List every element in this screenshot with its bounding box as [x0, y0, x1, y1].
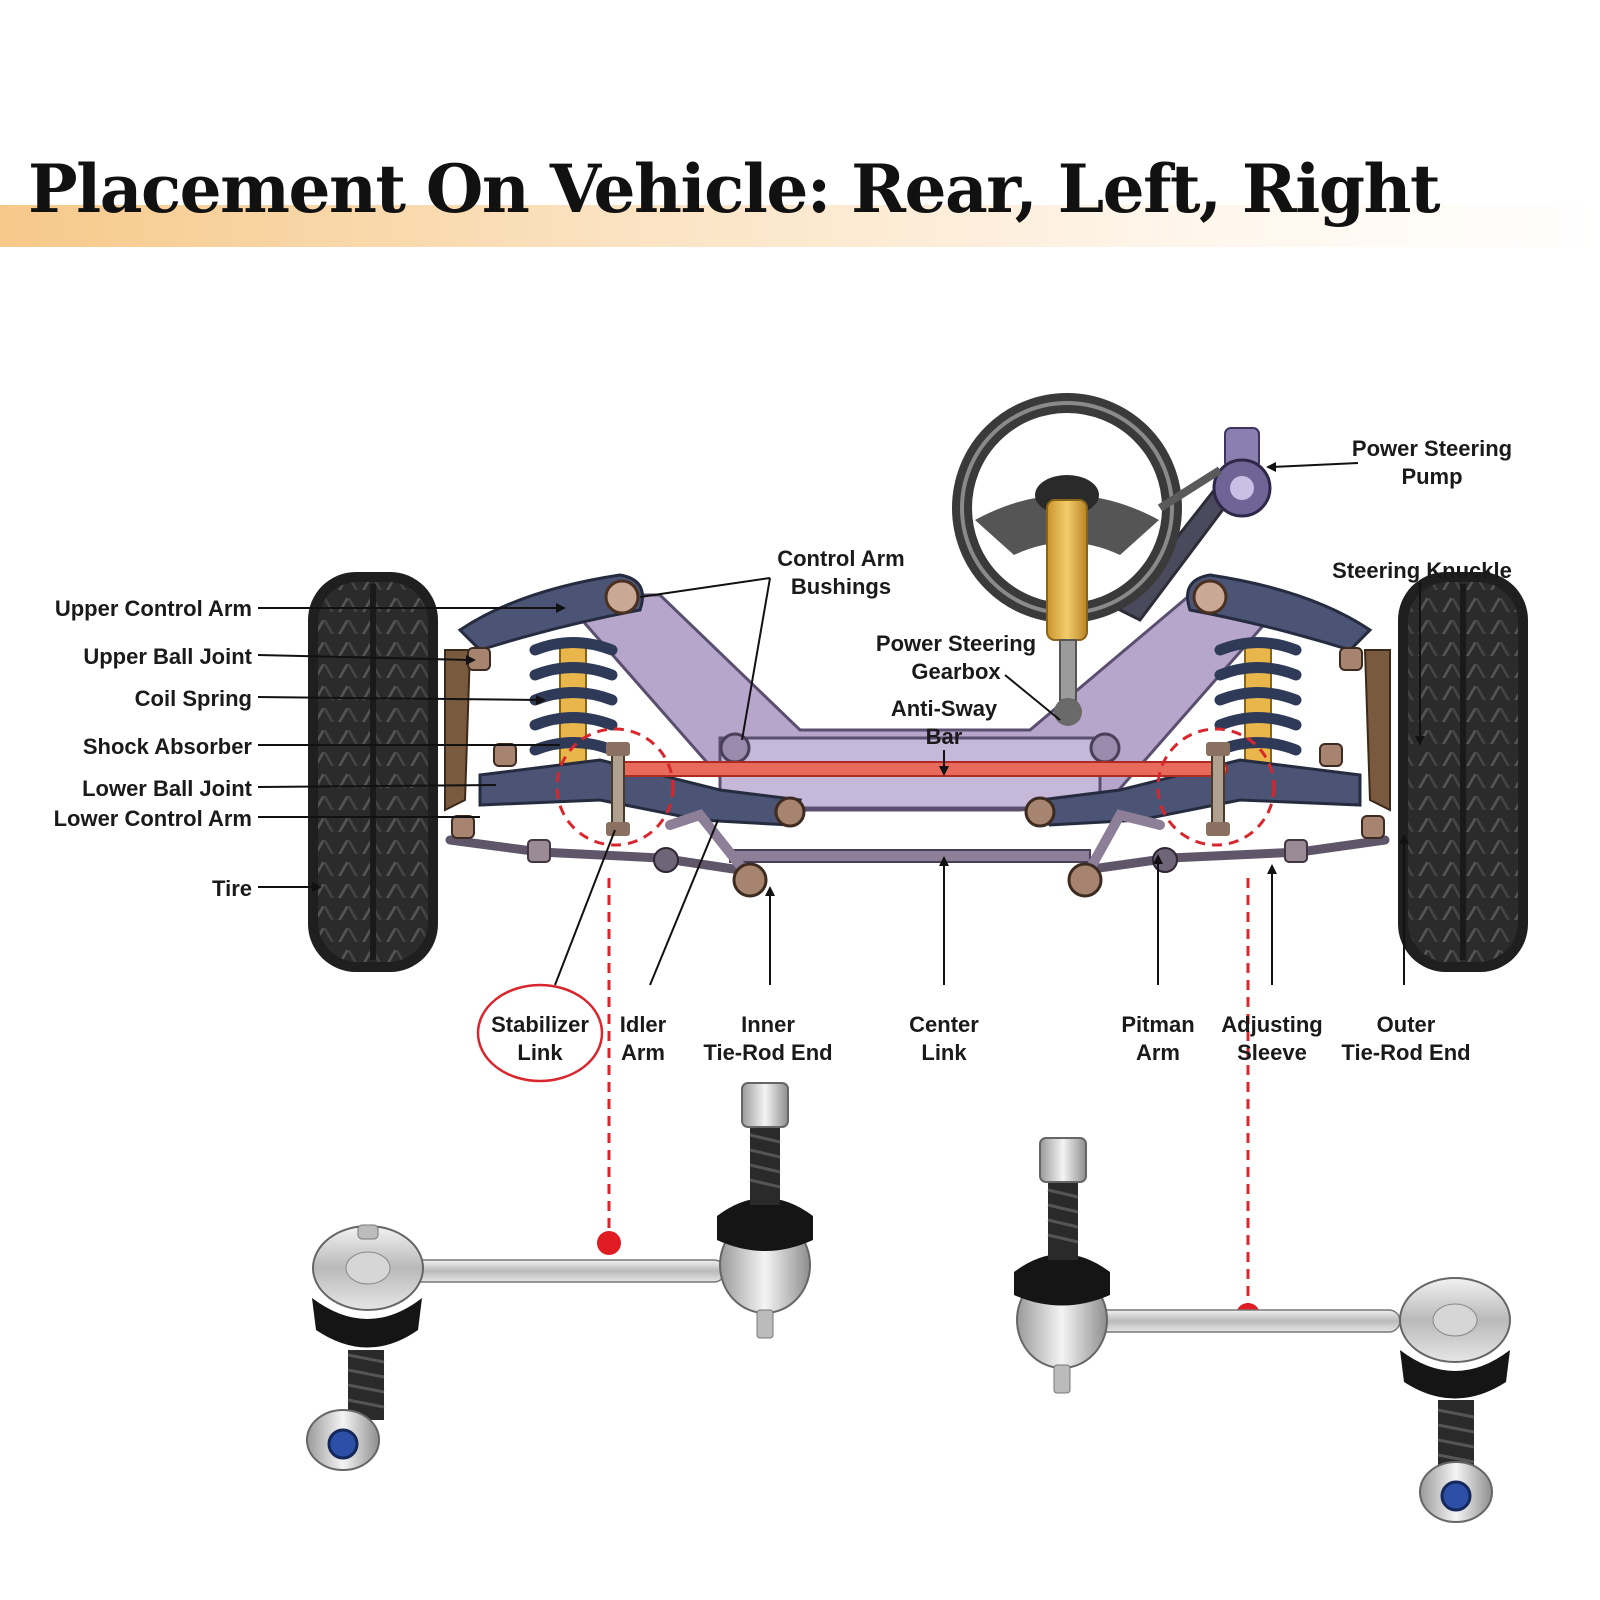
steering-knuckle-right: [1363, 649, 1391, 812]
leader-lines: [257, 462, 1421, 986]
outer-tie-rod-end-left: [451, 815, 475, 839]
tie-rod-left: [445, 835, 745, 875]
upper-control-arm-left: [457, 573, 644, 652]
label-pitman-arm-line1: Pitman: [1121, 1012, 1194, 1037]
lower-ball-joint-left: [493, 743, 517, 767]
label-control-arm-bushings-line1: Control Arm: [777, 546, 905, 571]
left-tire: [308, 572, 438, 972]
label-inner-tie-rod-end-line2: Tie-Rod End: [703, 1040, 832, 1065]
label-coil-spring: Coil Spring: [135, 686, 252, 711]
label-stabilizer-link-line2: Link: [517, 1040, 563, 1065]
frame-bolt-right: [1089, 732, 1121, 764]
label-adjusting-sleeve-line2: Sleeve: [1237, 1040, 1307, 1065]
label-shock-absorber: Shock Absorber: [83, 734, 253, 759]
upper-control-arm-right: [1186, 573, 1373, 652]
label-adjusting-sleeve-line1: Adjusting: [1221, 1012, 1322, 1037]
label-power-steering-gearbox-line2: Gearbox: [911, 659, 1001, 684]
coil-spring-left: [529, 637, 618, 771]
connector-dot-left: [597, 1231, 621, 1255]
stabilizer-link-right-diagram: [1206, 742, 1230, 836]
label-outer-tie-rod-end-line1: Outer: [1377, 1012, 1436, 1037]
pitman-arm: [1067, 809, 1165, 898]
label-lower-ball-joint: Lower Ball Joint: [82, 776, 253, 801]
center-link: [729, 849, 1091, 863]
highlight-circle-left: [555, 727, 675, 847]
anti-sway-bar: [614, 761, 1228, 777]
label-pitman-arm-line2: Arm: [1136, 1040, 1180, 1065]
label-anti-sway-bar-line2: Bar: [926, 724, 963, 749]
label-upper-ball-joint: Upper Ball Joint: [83, 644, 252, 669]
page-title: Placement On Vehicle: Rear, Left, Right: [28, 150, 1440, 228]
lower-ball-joint-right: [1319, 743, 1343, 767]
title-highlight-band: [0, 205, 1600, 247]
coil-spring-right: [1214, 637, 1302, 771]
power-steering-pump: [1157, 427, 1272, 518]
stabilizer-link-product-right: [1014, 1137, 1511, 1523]
label-power-steering-pump-line1: Power Steering: [1352, 436, 1512, 461]
label-idler-arm-line2: Arm: [621, 1040, 665, 1065]
label-inner-tie-rod-end-line1: Inner: [741, 1012, 795, 1037]
label-outer-tie-rod-end-line2: Tie-Rod End: [1341, 1040, 1470, 1065]
tie-rod-right: [1080, 835, 1390, 875]
label-center-link-line2: Link: [921, 1040, 967, 1065]
frame-bolt-left: [719, 732, 751, 764]
label-idler-arm-line1: Idler: [620, 1012, 667, 1037]
label-lower-control-arm: Lower Control Arm: [54, 806, 252, 831]
label-stabilizer-link-line1: Stabilizer: [491, 1012, 589, 1037]
steering-column: [1046, 499, 1088, 726]
label-tire: Tire: [212, 876, 252, 901]
right-tire: [1398, 572, 1528, 972]
highlight-circle-right: [1156, 727, 1276, 847]
label-control-arm-bushings-line2: Bushings: [791, 574, 891, 599]
stabilizer-link-left-diagram: [606, 742, 630, 836]
label-power-steering-gearbox-line1: Power Steering: [876, 631, 1036, 656]
upper-ball-joint-right: [1339, 647, 1363, 671]
stabilizer-label-highlight: [476, 983, 604, 1083]
leader-arrowheads: [312, 462, 1425, 896]
idler-arm: [665, 809, 768, 898]
steering-knuckle-left: [444, 649, 472, 812]
label-upper-control-arm: Upper Control Arm: [55, 596, 252, 621]
label-center-link-line1: Center: [909, 1012, 979, 1037]
label-anti-sway-bar-line1: Anti-Sway: [891, 696, 998, 721]
label-power-steering-pump-line2: Pump: [1401, 464, 1462, 489]
stabilizer-link-product-left: [306, 1082, 813, 1471]
outer-tie-rod-end-right: [1361, 815, 1385, 839]
label-steering-knuckle: Steering Knuckle: [1332, 558, 1512, 583]
